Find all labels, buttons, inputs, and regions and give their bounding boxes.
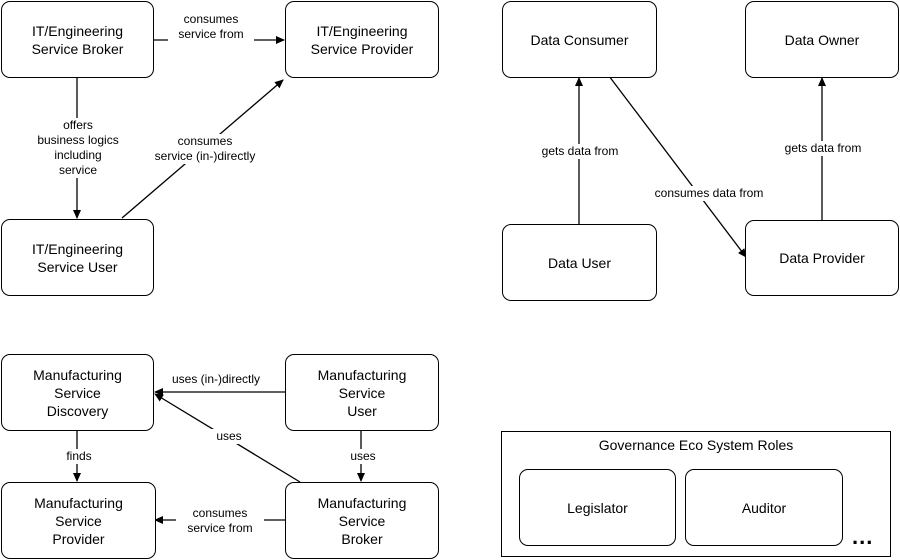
node-mfg-service-discovery[interactable]: Manufacturing Service Discovery (1, 354, 154, 431)
label-mfg-discovery-to-provider: finds (59, 449, 99, 464)
node-data-user[interactable]: Data User (502, 224, 657, 301)
node-mfg-service-user[interactable]: Manufacturing Service User (285, 354, 439, 431)
label-mfg-broker-to-provider: consumes service from (176, 506, 264, 536)
governance-eco-system-roles: Governance Eco System Roles Legislator A… (501, 431, 891, 557)
node-it-service-broker[interactable]: IT/Engineering Service Broker (1, 1, 154, 78)
label-mfg-user-to-discovery: uses (in-)directly (160, 372, 272, 387)
label-data-provider-to-owner: gets data from (773, 141, 873, 156)
label-data-consumer-to-provider: consumes data from (641, 186, 777, 201)
node-legislator[interactable]: Legislator (519, 469, 676, 546)
label-it-user-to-provider: consumes service (in-)directly (140, 134, 270, 164)
label-it-broker-to-user: offers business logics including service (24, 118, 132, 178)
node-data-consumer[interactable]: Data Consumer (502, 1, 657, 78)
more-roles-ellipsis: ... (852, 524, 874, 549)
node-mfg-service-broker[interactable]: Manufacturing Service Broker (285, 482, 439, 559)
node-it-service-user[interactable]: IT/Engineering Service User (1, 219, 154, 296)
label-data-user-to-consumer: gets data from (530, 144, 630, 159)
edge-data-consumer-to-provider (608, 75, 747, 258)
node-data-provider[interactable]: Data Provider (745, 220, 899, 296)
node-data-owner[interactable]: Data Owner (745, 1, 899, 78)
label-it-broker-to-provider: consumes service from (168, 12, 254, 42)
label-mfg-user-to-broker: uses (343, 449, 383, 464)
node-it-service-provider[interactable]: IT/Engineering Service Provider (285, 1, 439, 78)
node-mfg-service-provider[interactable]: Manufacturing Service Provider (1, 482, 156, 559)
governance-title: Governance Eco System Roles (598, 437, 794, 453)
label-mfg-broker-to-discovery: uses (208, 429, 250, 444)
node-auditor[interactable]: Auditor (685, 469, 843, 546)
